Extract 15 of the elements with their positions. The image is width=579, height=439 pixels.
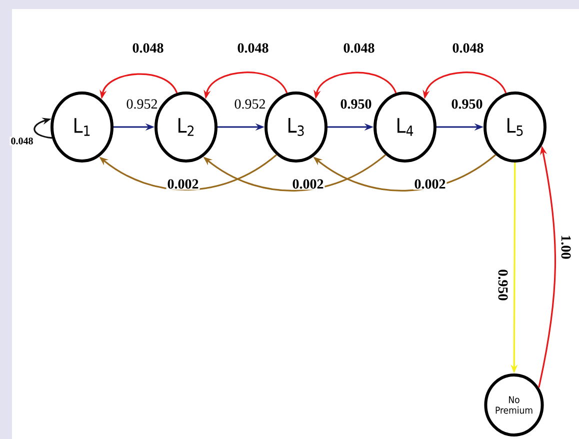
edge-label: 0.950 [497,268,509,302]
arrow [34,118,52,139]
edge-label: 0.952 [125,98,159,110]
edge-label: 0.952 [233,98,267,110]
edge-label: 0.950 [339,98,373,110]
edge-label: 0.048 [342,42,376,54]
edge-label: 1.00 [560,234,572,260]
edge-label: 0.002 [413,178,447,190]
edge-label: 0.950 [450,98,484,110]
edge-label: 0.002 [166,178,200,190]
edge-label: 0.002 [291,178,325,190]
edge-label: 0.048 [131,42,165,54]
edge-label: 0.048 [236,42,270,54]
edge-label: 0.048 [10,136,34,146]
edge-label: 0.048 [451,42,485,54]
